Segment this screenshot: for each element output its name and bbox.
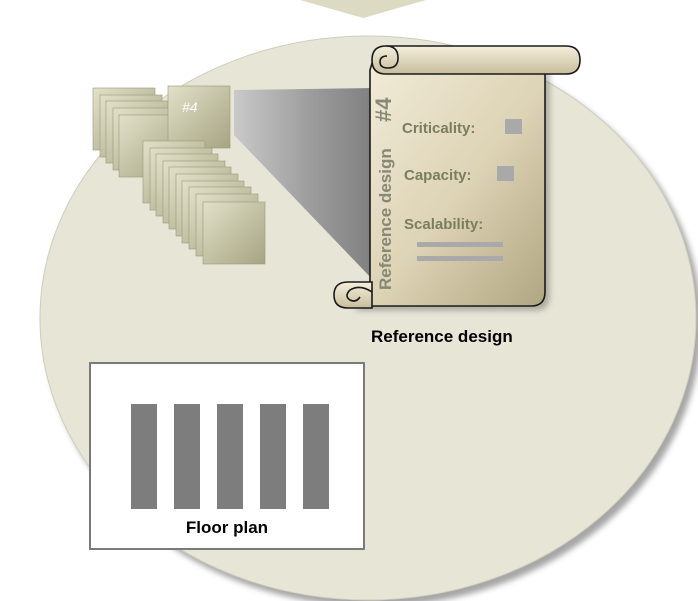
stack-card: [202, 201, 266, 265]
criticality-label: Criticality:: [402, 120, 475, 137]
projection-beam: [234, 88, 375, 282]
capacity-value-box: [497, 166, 514, 181]
top-arrow-icon: [300, 0, 426, 18]
scroll-top-curl: [379, 45, 399, 69]
scalability-label: Scalability:: [404, 216, 483, 233]
scroll-badge: #4: [371, 97, 396, 122]
card-stack: #4: [92, 85, 266, 265]
scalability-value-bar-2: [417, 256, 503, 261]
rack: [303, 404, 329, 509]
floor-plan-caption: Floor plan: [186, 518, 268, 537]
stack-card-badge: #4: [182, 99, 198, 115]
capacity-label: Capacity:: [404, 167, 472, 184]
rack-group: [131, 404, 329, 509]
scalability-value-bar-1: [417, 242, 503, 247]
stack-card: [167, 85, 231, 149]
reference-design-scroll: Reference design #4 Criticality: Capacit…: [333, 45, 581, 309]
rack: [217, 404, 243, 509]
scroll-bottom-roll: [333, 281, 373, 309]
scroll-top-roll: [371, 45, 581, 75]
scroll-bottom-curl: [346, 286, 373, 302]
criticality-value-box: [505, 119, 522, 134]
floor-plan: Floor plan: [89, 362, 365, 550]
rack: [131, 404, 157, 509]
rack: [174, 404, 200, 509]
rack: [260, 404, 286, 509]
reference-design-caption: Reference design: [371, 327, 513, 346]
scroll-vertical-title: Reference design: [376, 148, 395, 290]
